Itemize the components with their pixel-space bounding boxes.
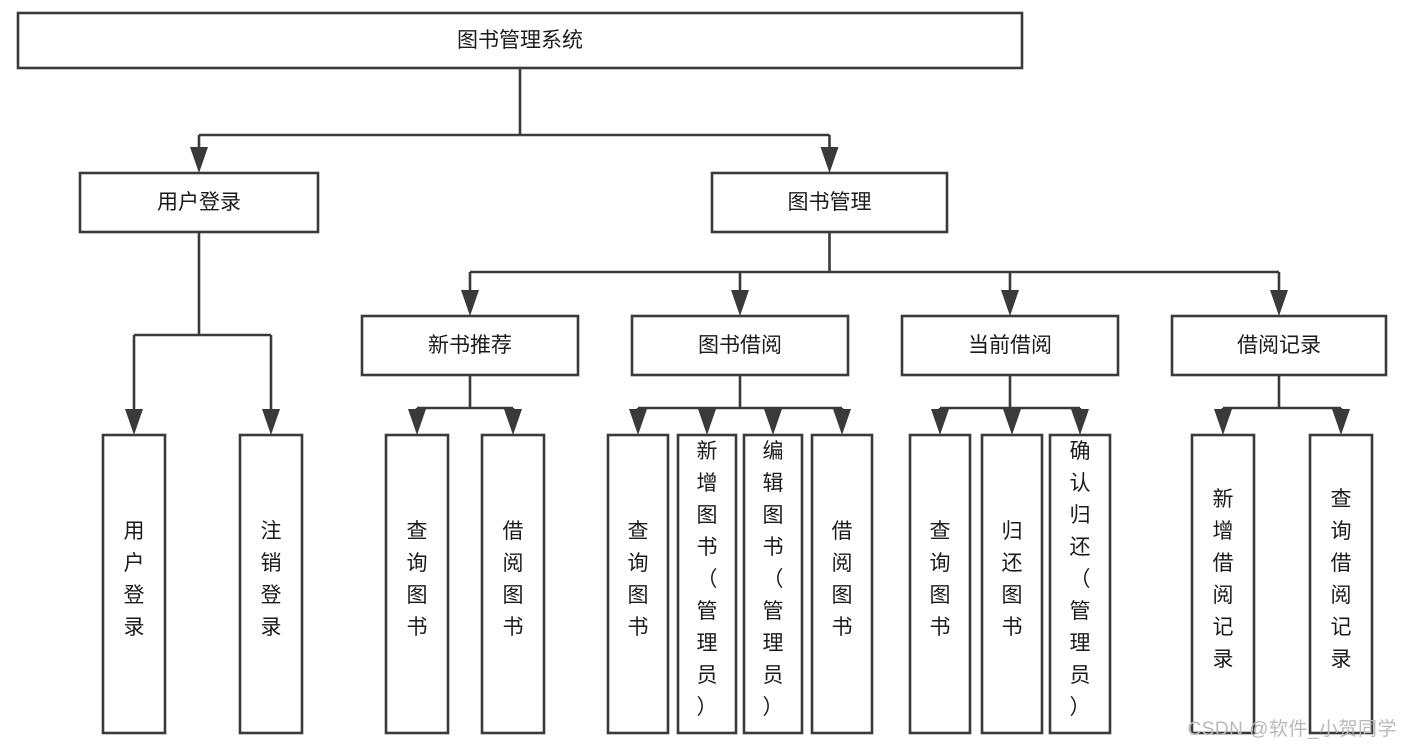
node-label: 当前借阅 (968, 334, 1052, 357)
connector-group (461, 232, 1288, 316)
node-label: 归还图书 (1002, 520, 1023, 639)
node-leaf-borrow-book-rec[interactable]: 借阅图书 (480, 433, 546, 735)
node-box[interactable] (900, 314, 1120, 377)
node-box[interactable] (360, 314, 580, 377)
connector-group (931, 375, 1089, 435)
node-label: 查询图书 (930, 520, 951, 639)
arrow-head-icon (1003, 409, 1021, 435)
node-leaf-query-record[interactable]: 查询借阅记录 (1308, 433, 1374, 735)
arrow-head-icon (833, 409, 851, 435)
node-new-book-rec[interactable]: 新书推荐 (360, 314, 580, 377)
watermark-text: CSDN @软件_小贺同学 (1187, 719, 1397, 740)
node-box[interactable] (16, 11, 1024, 70)
arrow-head-icon (931, 409, 949, 435)
arrow-head-icon (1332, 409, 1350, 435)
node-leaf-query-book-rec[interactable]: 查询图书 (384, 433, 450, 735)
arrow-head-icon (461, 290, 479, 316)
node-label: 用户登录 (124, 520, 145, 639)
node-label: 查询图书 (407, 520, 428, 639)
node-box[interactable] (908, 433, 972, 735)
node-leaf-confirm-return[interactable]: 确认归还（管理员） (1048, 433, 1112, 735)
arrow-head-icon (190, 147, 208, 173)
node-box[interactable] (1170, 314, 1388, 377)
arrow-head-icon (262, 409, 280, 435)
node-leaf-edit-book[interactable]: 编辑图书（管理员） (742, 433, 804, 735)
node-leaf-query-book-borrow[interactable]: 查询图书 (606, 433, 670, 735)
node-box[interactable] (1308, 433, 1374, 735)
arrow-head-icon (764, 409, 782, 435)
node-label: 新增借阅记录 (1213, 488, 1234, 671)
node-box[interactable] (710, 171, 949, 234)
node-label: 编辑图书（管理员） (763, 440, 784, 719)
arrow-head-icon (504, 409, 522, 435)
connector-group (629, 375, 851, 435)
node-label: 查询图书 (628, 520, 649, 639)
node-leaf-return-book[interactable]: 归还图书 (980, 433, 1044, 735)
edge-layer (125, 68, 1350, 435)
node-box[interactable] (742, 433, 804, 735)
node-leaf-user-logout[interactable]: 注销登录 (238, 433, 304, 735)
arrow-head-icon (731, 290, 749, 316)
arrow-head-icon (1270, 290, 1288, 316)
node-leaf-borrow-book[interactable]: 借阅图书 (810, 433, 874, 735)
node-box[interactable] (1048, 433, 1112, 735)
node-box[interactable] (78, 171, 320, 234)
arrow-head-icon (629, 409, 647, 435)
node-box[interactable] (630, 314, 850, 377)
node-label: 借阅图书 (832, 520, 853, 639)
node-box[interactable] (480, 433, 546, 735)
arrow-head-icon (1214, 409, 1232, 435)
node-label: 查询借阅记录 (1331, 488, 1352, 671)
node-borrow-record[interactable]: 借阅记录 (1170, 314, 1388, 377)
node-user-login[interactable]: 用户登录 (78, 171, 320, 234)
node-label: 借阅记录 (1237, 334, 1321, 357)
node-label: 图书借阅 (698, 334, 782, 357)
node-label: 图书管理系统 (457, 29, 583, 52)
node-box[interactable] (1190, 433, 1256, 735)
arrow-head-icon (1001, 290, 1019, 316)
node-leaf-query-book-cur[interactable]: 查询图书 (908, 433, 972, 735)
node-book-manage[interactable]: 图书管理 (710, 171, 949, 234)
node-leaf-add-book[interactable]: 新增图书（管理员） (676, 433, 738, 735)
arrow-head-icon (1071, 409, 1089, 435)
connector-group (190, 68, 839, 173)
node-root[interactable]: 图书管理系统 (16, 11, 1024, 70)
connector-group (1214, 375, 1350, 435)
node-book-borrow[interactable]: 图书借阅 (630, 314, 850, 377)
node-label: 新增图书（管理员） (697, 440, 718, 719)
node-box[interactable] (980, 433, 1044, 735)
arrow-head-icon (820, 147, 839, 173)
connector-group (408, 375, 522, 435)
arrow-head-icon (125, 409, 143, 435)
node-current-borrow[interactable]: 当前借阅 (900, 314, 1120, 377)
node-label: 借阅图书 (503, 520, 524, 639)
arrow-head-icon (698, 409, 716, 435)
node-box[interactable] (676, 433, 738, 735)
connector-group (125, 232, 280, 435)
arrow-head-icon (408, 409, 426, 435)
node-label: 确认归还（管理员） (1070, 440, 1091, 719)
node-label: 新书推荐 (428, 334, 512, 357)
node-label: 图书管理 (788, 191, 872, 214)
node-label: 注销登录 (261, 520, 282, 639)
node-label: 用户登录 (157, 191, 241, 214)
node-layer: 图书管理系统用户登录图书管理新书推荐图书借阅当前借阅借阅记录用户登录注销登录查询… (16, 11, 1388, 735)
node-box[interactable] (384, 433, 450, 735)
node-leaf-add-record[interactable]: 新增借阅记录 (1190, 433, 1256, 735)
node-box[interactable] (101, 433, 167, 735)
node-box[interactable] (238, 433, 304, 735)
node-leaf-user-login[interactable]: 用户登录 (101, 433, 167, 735)
node-box[interactable] (606, 433, 670, 735)
node-box[interactable] (810, 433, 874, 735)
